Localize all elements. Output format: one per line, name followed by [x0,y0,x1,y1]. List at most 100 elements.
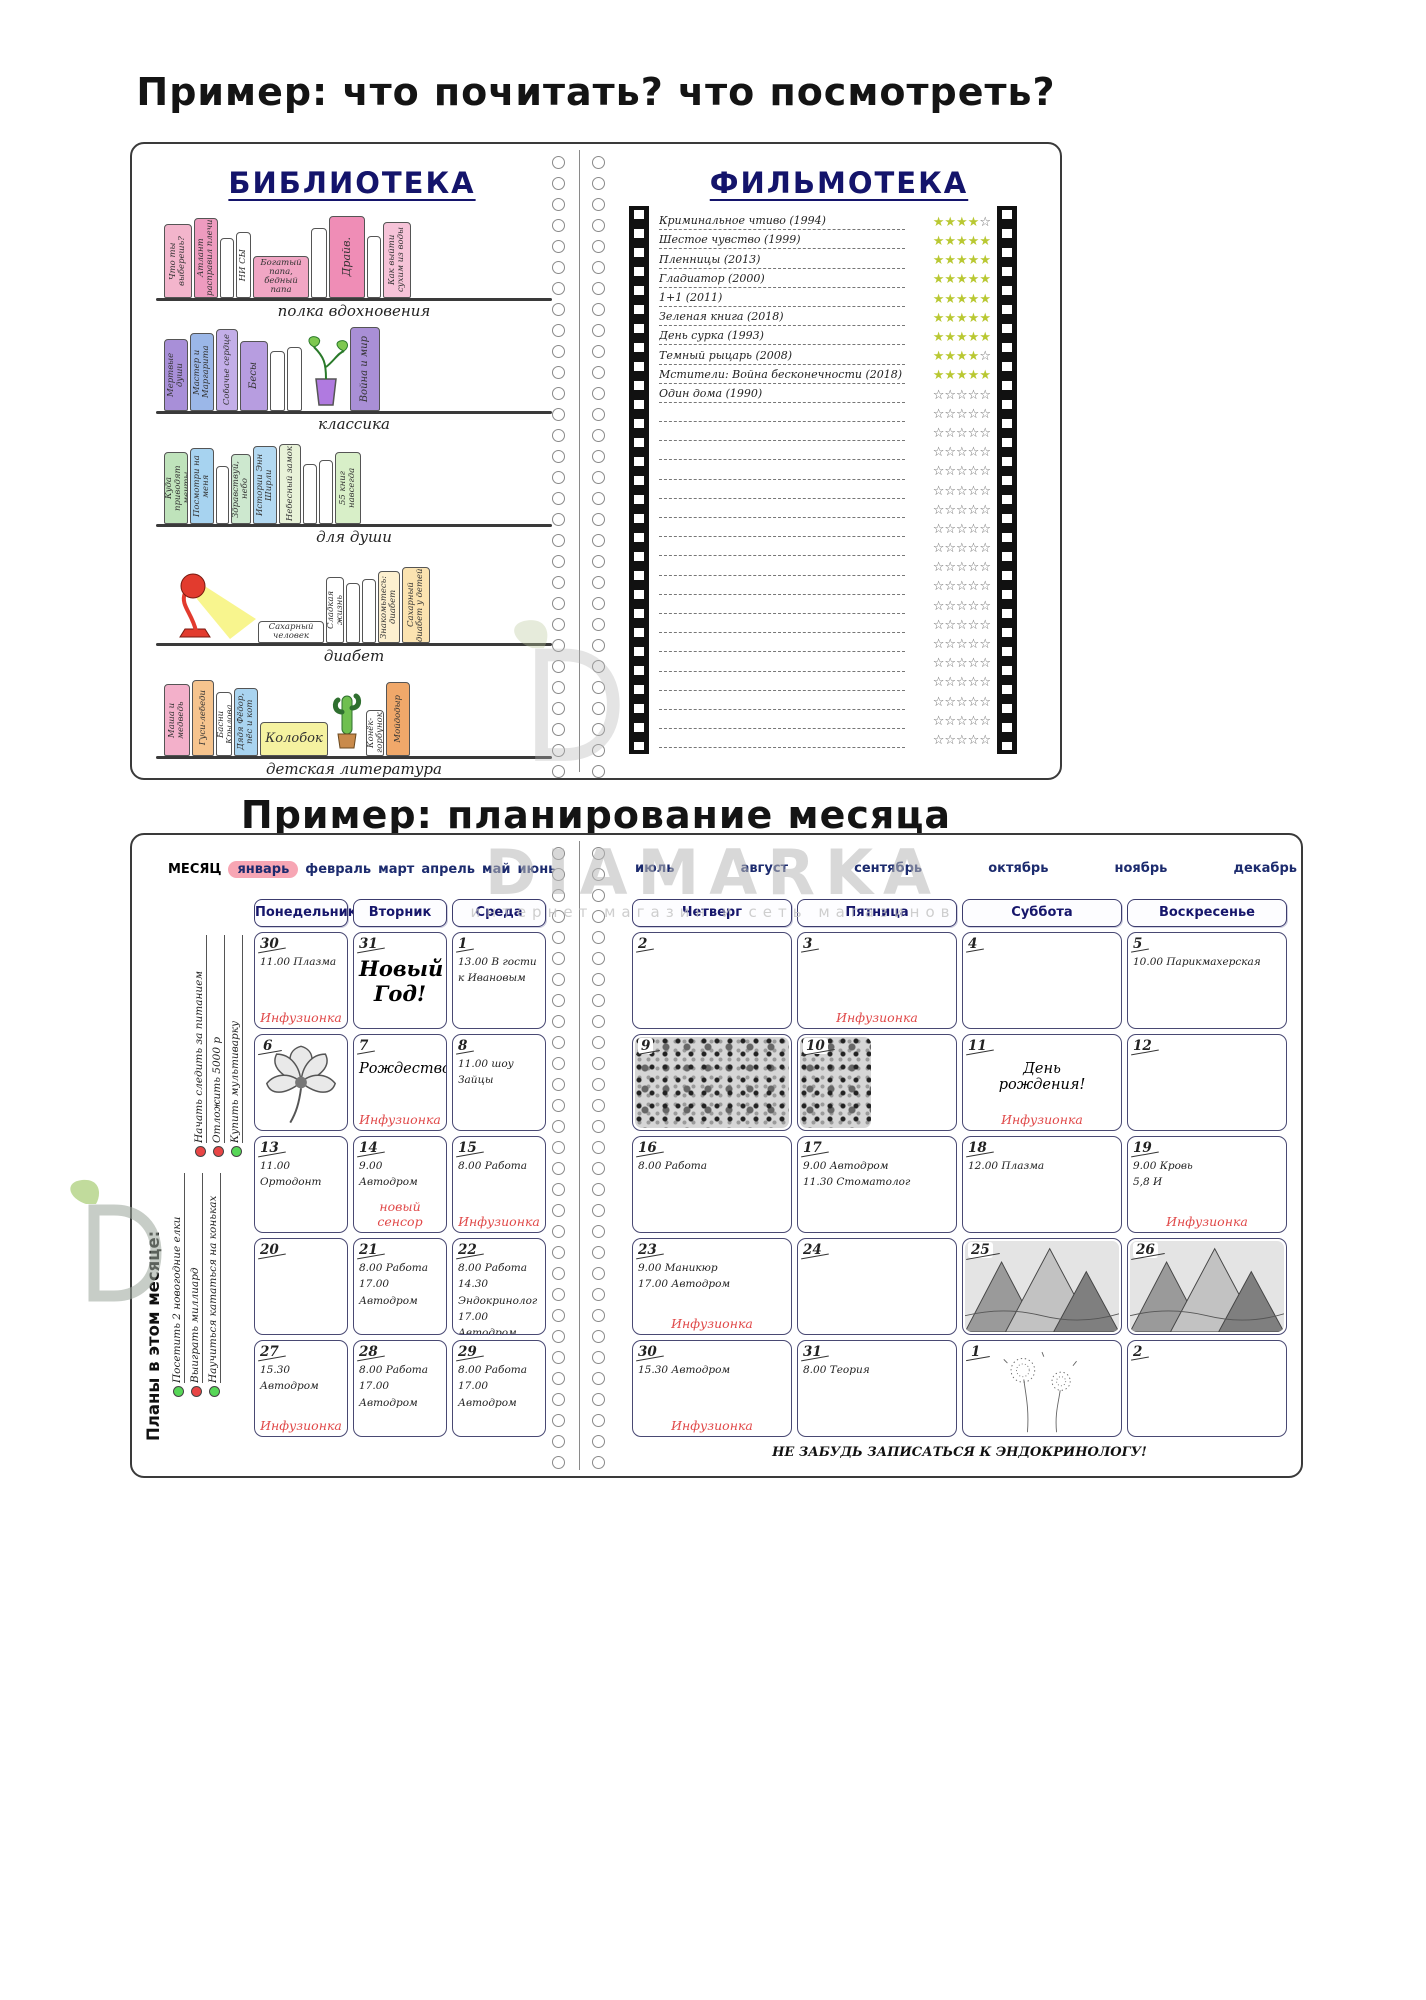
spiral-hole [552,345,565,358]
entry-line: 13.00 В гости [458,956,537,968]
spiral-hole [552,1288,565,1301]
cell-entry-med: День рождения! [998,1061,1086,1093]
movie-title: Пленницы (2013) [659,252,905,269]
book-spine [216,466,229,524]
star-rating: ☆☆☆☆☆ [905,387,991,403]
day-header: Суббота [962,899,1122,927]
star-rating: ☆☆☆☆☆ [905,714,991,729]
entry-line: 9.00 Автодром [803,1160,889,1172]
book-spine: Собачье сердце [216,329,238,411]
cell-note-red: новый сенсор [377,1199,423,1229]
month-name: февраль [305,862,372,877]
star-rating: ☆☆☆☆☆ [905,657,991,671]
book-spine: Посмотри на меня [190,448,214,524]
empty-stars: ☆☆☆☆☆ [932,387,991,403]
book-title: НИ СЫ [239,248,248,282]
movie-title [659,612,905,614]
star-rating: ★★★★★ [905,330,991,345]
entry-line: 11.00 Ортодонт [260,1160,322,1189]
movie-title: Темный рыцарь (2008) [659,348,905,365]
star-rating: ☆☆☆☆☆ [905,522,991,537]
cell-note-red: Инфузионка [671,1418,753,1433]
book-spine [367,236,381,298]
month-label: МЕСЯЦ [168,862,222,877]
entry-line: 9.00 Кровь [1133,1160,1193,1172]
cell-date: 21 [359,1242,378,1258]
star-rating: ★★★★☆ [905,215,991,230]
library-title: БИБЛИОТЕКА [228,166,476,200]
entry-line: 10.00 Парикмахерская [1133,956,1261,968]
spiral-hole [552,576,565,589]
goal-item: Купить мультиварку [228,935,244,1157]
spiral-hole [552,973,565,986]
book-spine: Колобок [260,722,328,756]
cell-date: 27 [260,1344,279,1360]
cell-note-red: Инфузионка [1001,1112,1083,1127]
book-spine: Как выйти сухим из воды [383,222,411,298]
entry-line: 11.00 Плазма [260,956,337,968]
floral-art [635,1037,789,1128]
spiral-hole [552,1225,565,1238]
star-rating: ☆☆☆☆☆ [905,618,991,633]
cell-date: 14 [359,1140,378,1156]
book-spine: Сахарный диабет у детей [402,567,430,643]
filled-stars: ★★★★ [932,349,980,365]
book-spine: Драйв. [329,216,365,298]
cell-entries: 8.00 Теория [803,1362,951,1378]
empty-stars: ☆☆☆☆☆ [932,406,991,422]
spiral-hole [592,555,605,568]
book-title: Басни Крылова [217,704,231,744]
cell-note-red: Инфузионка [1166,1214,1248,1229]
dandelion-art [965,1343,1119,1434]
cell-date: 2 [1133,1344,1143,1360]
book-spine: Басни Крылова [216,692,232,756]
spiral-hole [552,1120,565,1133]
spiral-hole [552,471,565,484]
spiral-hole [552,303,565,316]
spiral-hole [552,931,565,944]
spiral-hole [592,429,605,442]
book-title: Атлант расправил плечи [197,219,215,297]
spiral-hole [592,219,605,232]
spiral-hole [552,744,565,757]
spiral-hole [552,219,565,232]
cell-entry-big: Новый Год! [359,956,444,1006]
spiral-hole [592,1099,605,1112]
spiral-hole [592,1246,605,1259]
empty-stars: ☆☆☆☆☆ [932,675,991,691]
spiral-hole [592,303,605,316]
movie-title [659,440,905,442]
month-name: июль [635,861,675,876]
empty-stars: ☆☆☆☆☆ [932,445,991,461]
sprocket-holes [634,210,644,750]
book-spine: Гуси-лебеди [192,680,214,756]
movie-row: ☆☆☆☆☆ [659,422,991,442]
spiral-hole [592,702,605,715]
entry-line: 8.00 Работа [359,1364,428,1376]
spiral-hole [592,177,605,190]
goal-dot [190,1386,202,1397]
book-title: Война и мир [359,335,370,403]
star-rating: ☆☆☆☆☆ [905,637,991,652]
movie-title: День сурка (1993) [659,328,905,346]
empty-stars: ☆☆☆☆☆ [932,483,991,499]
entry-line: 11.30 Стоматолог [803,1176,911,1189]
star-rating: ★★★★★ [905,273,991,287]
entry-line: 12.00 Плазма [968,1160,1045,1172]
movie-row: ☆☆☆☆☆ [659,403,991,423]
spiral-hole [552,1078,565,1091]
empty-stars: ☆☆☆☆☆ [932,541,991,557]
spiral-hole [592,240,605,253]
movie-title [659,728,905,730]
spiral-hole [592,1120,605,1133]
